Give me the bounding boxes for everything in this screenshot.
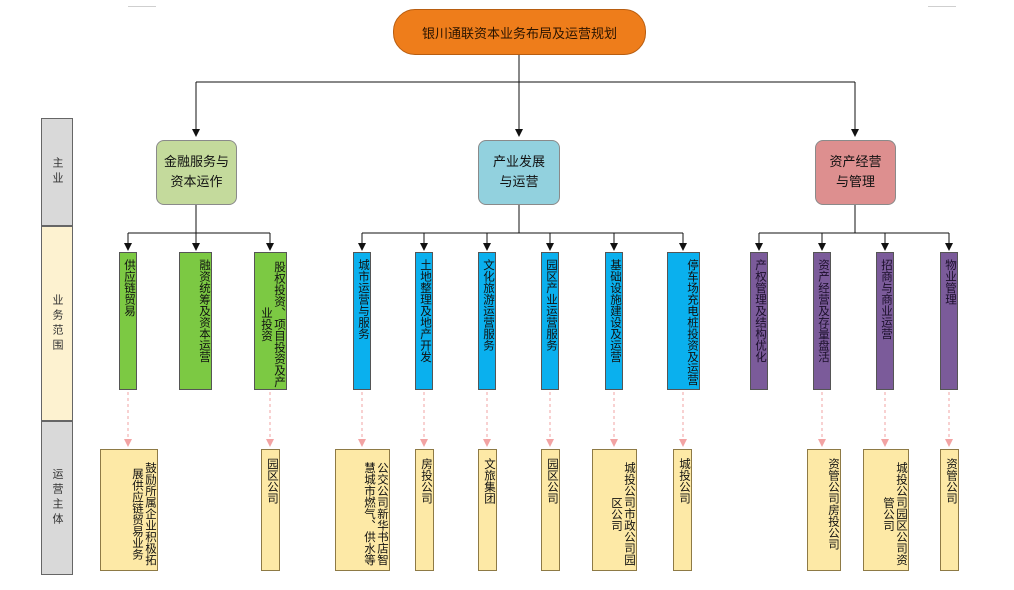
entity-box: 鼓励所属企业积极拓展供应链贸易业务 <box>100 449 158 571</box>
entity-box: 资管公司 <box>940 449 959 571</box>
scope-bar: 物业管理 <box>940 252 958 390</box>
scope-bar: 股权投资、项目投资及产业投资 <box>254 252 287 390</box>
corner-mark-left <box>128 0 156 7</box>
scope-bar: 产权管理及结构优化 <box>750 252 768 390</box>
entity-box: 公交公司新华书店智慧城市燃气、供水等 <box>335 449 390 571</box>
entity-box: 园区公司 <box>261 449 280 571</box>
scope-bar: 招商与商业运营 <box>876 252 894 390</box>
main-finance: 金融服务与资本运作 <box>156 140 237 205</box>
entity-box: 文旅集团 <box>478 449 497 571</box>
entity-box: 资管公司房投公司 <box>807 449 841 571</box>
entity-box: 房投公司 <box>415 449 434 571</box>
corner-mark-right <box>928 0 956 7</box>
scope-bar: 融资统筹及资本运营 <box>179 252 212 390</box>
entity-box: 城投公司市政公司园区公司 <box>592 449 637 571</box>
entity-box: 园区公司 <box>541 449 560 571</box>
scope-bar: 资产经营及存量盘活 <box>813 252 831 390</box>
side-label-entity: 运营主体 <box>41 421 73 575</box>
side-label-scope: 业务范围 <box>41 226 73 421</box>
scope-bar: 文化旅游运营服务 <box>478 252 496 390</box>
scope-bar: 城市运营与服务 <box>353 252 371 390</box>
scope-bar: 基础设施建设及运营 <box>605 252 623 390</box>
scope-bar: 停车场充电桩投资及运营 <box>667 252 700 390</box>
entity-box: 城投公司园区公司资管公司 <box>863 449 909 571</box>
main-asset: 资产经营与管理 <box>815 140 896 205</box>
root-title: 银川通联资本业务布局及运营规划 <box>393 9 646 55</box>
entity-box: 城投公司 <box>673 449 692 571</box>
scope-bar: 土地整理及地产开发 <box>415 252 433 390</box>
side-label-main: 主业 <box>41 118 73 226</box>
scope-bar: 园区产业运营服务 <box>541 252 559 390</box>
main-industry: 产业发展与运营 <box>478 140 560 205</box>
scope-bar: 供应链贸易 <box>119 252 137 390</box>
